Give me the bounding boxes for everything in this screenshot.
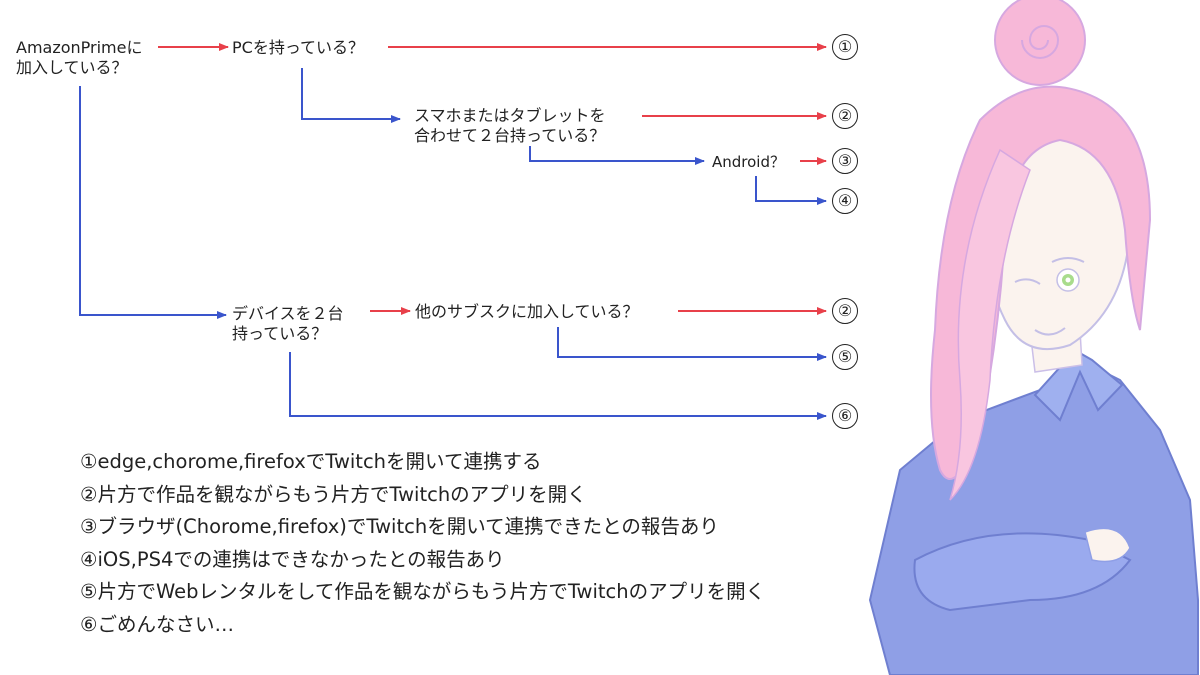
question-devices-line1: デバイスを２台 [232,304,344,323]
arrow-pc-to-phone [301,68,401,123]
girl-mouth [1034,327,1066,336]
arrow-prime-to-devices [79,86,227,319]
question-prime-line2: 加入している？ [16,58,128,77]
arrow-android-to-4 [755,176,827,205]
question-prime: AmazonPrimeに 加入している？ [16,38,143,78]
question-phone-line1: スマホまたはタブレットを [414,106,606,125]
girl-hand [1084,527,1131,563]
legend-item-6: ⑥ごめんなさい… [80,612,234,636]
legend-item-3: ③ブラウザ(Chorome,firefox)でTwitchを開いて連携できたとの… [80,515,719,539]
question-android: Android？ [712,152,785,172]
question-phone-line2: 合わせて２台持っている？ [414,126,606,145]
result-2-phone: ② [832,103,858,129]
legend-item-1: ①edge,chorome,firefoxでTwitchを開いて連携する [80,450,542,473]
question-subscribe-line1: 他のサブスクに加入している？ [415,302,639,321]
arrow-phone-to-android [529,146,705,165]
girl-arm [913,532,1132,612]
question-phone: スマホまたはタブレットを 合わせて２台持っている？ [414,106,606,146]
result-3: ③ [832,148,858,174]
girl-hair-lock [949,148,1031,501]
result-4: ④ [832,188,858,214]
girl-brow [1051,257,1085,263]
question-android-line1: Android？ [712,153,785,171]
girl-shirt [868,358,1199,675]
question-pc: PCを持っている？ [232,38,364,58]
result-1: ① [832,34,858,60]
girl-wink [1014,278,1041,285]
result-5: ⑤ [832,344,858,370]
question-devices: デバイスを２台 持っている？ [232,304,344,344]
girl-bun-swirl [1021,25,1060,59]
result-2-subscribe: ② [832,298,858,324]
girl-illustration [868,0,1199,675]
legend-item-4: ④iOS,PS4での連携はできなかったとの報告あり [80,547,505,571]
question-pc-line1: PCを持っている？ [232,38,365,57]
arrow-devices-to-6 [289,352,827,420]
legend-item-2: ②片方で作品を観ながらもう片方でTwitchのアプリを開く [80,482,587,506]
girl-pupil [1065,277,1071,283]
result-6: ⑥ [832,403,858,429]
girl-hair-bun [994,0,1086,86]
question-subscribe: 他のサブスクに加入している？ [415,302,639,322]
legend-item-5: ⑤片方でWebレンタルをして作品を観ながらもう片方でTwitchのアプリを開く [80,580,766,604]
arrow-sub-to-5 [557,327,827,361]
question-prime-line1: AmazonPrimeに [16,38,143,57]
legend: ①edge,chorome,firefoxでTwitchを開いて連携する ②片方… [80,446,880,642]
question-devices-line2: 持っている？ [232,324,328,343]
